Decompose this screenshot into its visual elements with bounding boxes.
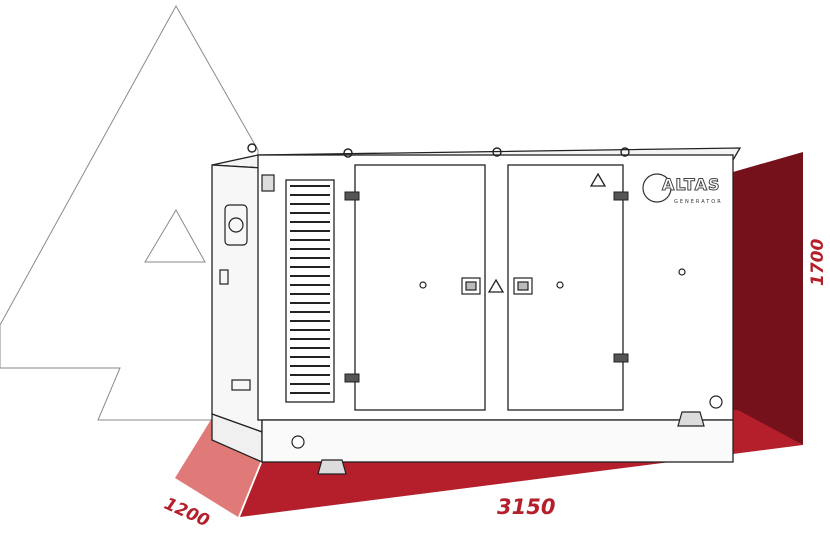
brand-subtitle: GENERATOR — [674, 199, 723, 205]
base-feet — [291, 395, 723, 475]
lifting-eye-icon — [247, 143, 630, 158]
back-wall-panel — [733, 152, 803, 445]
brand-name: ALTAS — [662, 175, 721, 195]
door-hinge-icon — [344, 191, 629, 383]
warning-triangle-icon — [487, 172, 607, 293]
height-dimension-label: 1700 — [808, 238, 828, 286]
side-panel-details — [219, 174, 275, 391]
vent-louvres — [290, 185, 330, 394]
altas-logo-icon — [642, 173, 672, 203]
door-handle-icon — [419, 268, 686, 295]
width-dimension-label: 3150 — [497, 495, 556, 519]
